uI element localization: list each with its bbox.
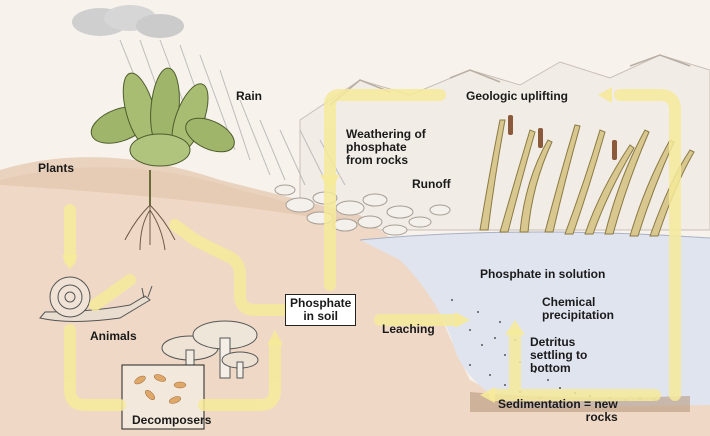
label-rain: Rain [236,90,262,103]
label-sedimentation: Sedimentation = new rocks [498,398,618,424]
label-runoff: Runoff [412,178,451,191]
label-chemical-precipitation: Chemical precipitation [542,296,614,322]
label-leaching: Leaching [382,323,435,336]
label-phosphate-in-soil: Phosphate in soil [285,294,356,326]
label-plants: Plants [38,162,74,175]
label-animals: Animals [90,330,137,343]
label-phosphate-in-solution: Phosphate in solution [480,268,605,281]
label-decomposers: Decomposers [132,414,211,427]
label-geologic-uplifting: Geologic uplifting [466,90,568,103]
label-weathering: Weathering of phosphate from rocks [346,128,426,167]
label-detritus: Detritus settling to bottom [530,336,587,375]
